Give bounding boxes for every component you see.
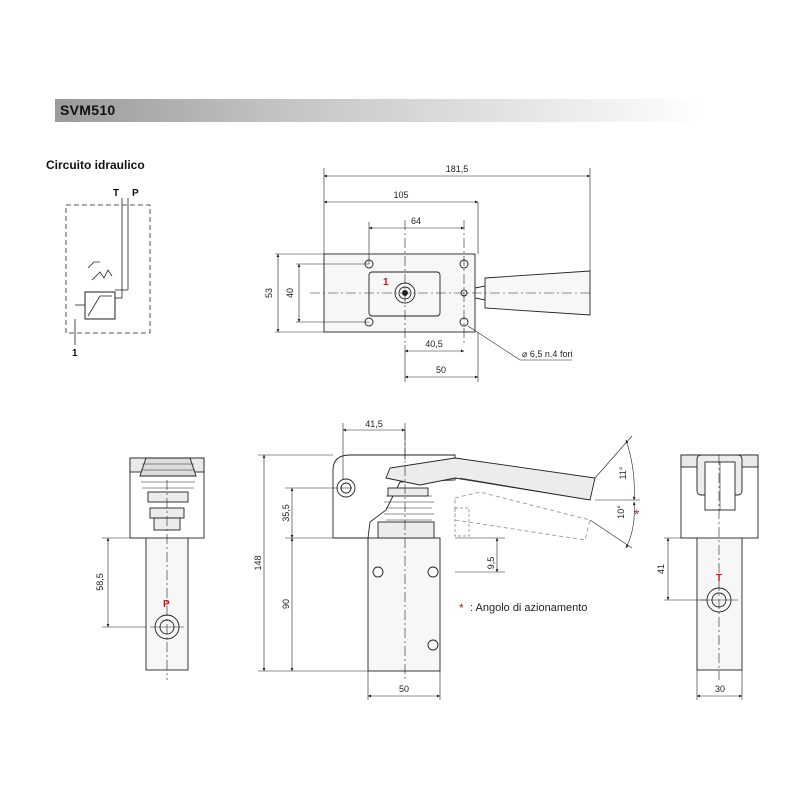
dim-9-5: 9,5 [486,557,496,570]
dim-40-5: 40,5 [425,339,443,349]
product-title: SVM510 [60,102,116,118]
top-port-1-label: 1 [383,277,389,288]
dim-50-top: 50 [436,365,446,375]
circuit-port-p: P [132,188,139,199]
dim-50-front: 50 [399,684,409,694]
dim-58-5: 58,5 [95,573,105,591]
dim-181-5: 181,5 [446,164,469,174]
title-bar: SVM510 [55,99,705,122]
dim-105: 105 [393,190,408,200]
circuit-port-t: T [113,188,119,199]
left-side-view [102,457,205,680]
circuit-port-1: 1 [72,348,78,359]
dim-64: 64 [411,216,421,226]
dim-40: 40 [285,288,295,298]
top-view [275,168,591,382]
left-port-p-label: P [163,599,170,610]
dim-41-5: 41,5 [365,419,383,429]
dim-30: 30 [715,684,725,694]
actuation-angle-note: : Angolo di azionamento [470,602,587,614]
dim-148: 148 [253,555,263,570]
dim-53: 53 [264,288,274,298]
dim-90: 90 [281,599,291,609]
dim-41: 41 [656,564,666,574]
right-port-t-label: T [716,573,722,584]
angle-10: 10° [616,505,626,519]
dim-35-5: 35,5 [281,504,291,522]
note-asterisk: * [459,601,464,615]
holes-note: ⌀ 6,5 n.4 fori [522,349,572,359]
angle-11: 11° [618,466,628,479]
circuit-section-title: Circuito idraulico [46,158,145,172]
front-view [258,423,640,700]
angle-asterisk: * [634,506,640,522]
hydraulic-circuit [65,198,151,345]
right-side-view [664,454,759,700]
